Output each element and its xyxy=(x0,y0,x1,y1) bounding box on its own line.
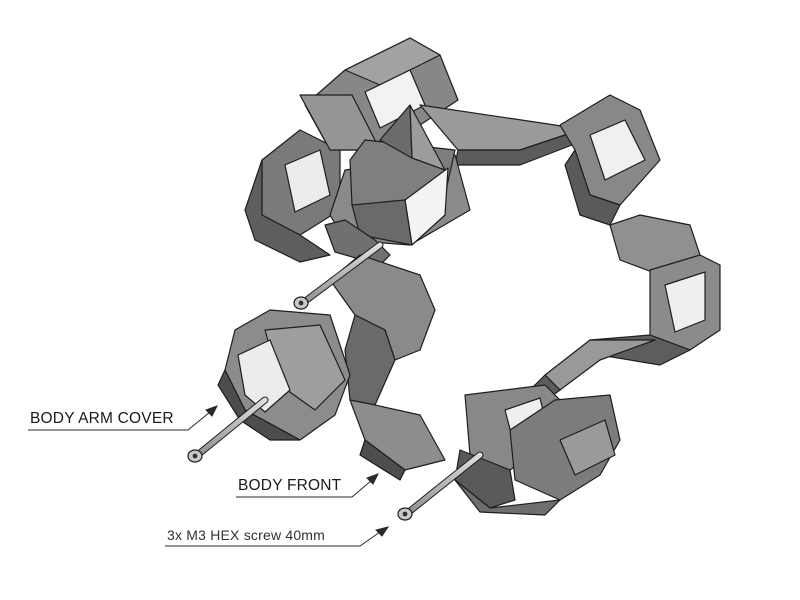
lower-right-cluster xyxy=(454,384,621,516)
label-body-front: BODY FRONT xyxy=(238,477,342,494)
label-screws: 3x M3 HEX screw 40mm xyxy=(167,527,326,543)
leader-arm-cover xyxy=(28,411,211,431)
arrow-arm-cover xyxy=(205,405,219,417)
label-body-arm-cover: BODY ARM COVER xyxy=(30,410,174,427)
leader-screws xyxy=(165,531,381,547)
screw-upper xyxy=(293,241,384,310)
arrow-front xyxy=(366,473,380,485)
screw-lower xyxy=(397,451,484,521)
screw-left xyxy=(187,396,269,463)
arrow-screws xyxy=(375,526,390,537)
left-strut xyxy=(329,254,446,481)
leader-lines xyxy=(28,405,390,547)
right-upper-cell xyxy=(559,94,701,276)
central-mount xyxy=(324,104,471,266)
body-frame xyxy=(244,37,721,516)
leader-front xyxy=(236,479,373,498)
